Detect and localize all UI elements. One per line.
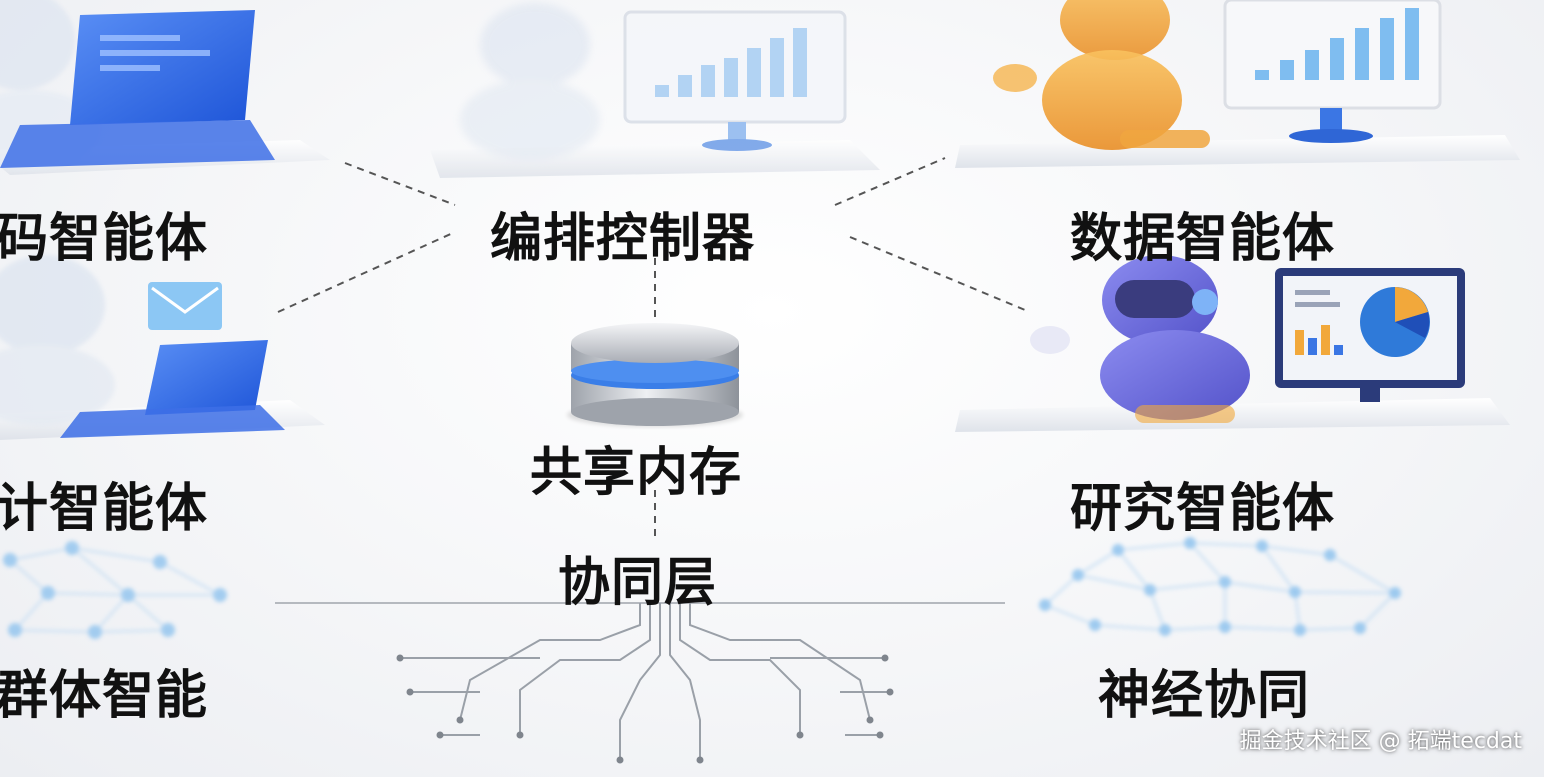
database-icon: [567, 323, 743, 427]
label-coordination-layer: 协同层: [558, 553, 718, 613]
watermark: 掘金技术社区 @ 拓端tecdat: [1239, 729, 1522, 754]
monitor-robot-icon: [430, 3, 880, 178]
network-icon: [1039, 537, 1401, 636]
purple-robot-icon: [955, 255, 1510, 432]
circuit-icon: [396, 654, 894, 764]
label-code-agent: 码智能体: [0, 209, 209, 269]
laptop-robot-icon: [0, 0, 330, 175]
label-shared-memory: 共享内存: [530, 443, 743, 503]
mail-robot-icon: [0, 255, 325, 440]
network-icon: [3, 541, 227, 639]
orange-robot-icon: [955, 0, 1520, 168]
label-neural-coordination: 神经协同: [1098, 666, 1311, 726]
label-orchestrator: 编排控制器: [490, 209, 756, 269]
label-research-agent: 研究智能体: [1070, 479, 1336, 539]
label-data-agent: 数据智能体: [1070, 209, 1336, 269]
dashed-connectors: [277, 157, 1026, 540]
label-design-agent: 计智能体: [0, 479, 209, 539]
label-swarm-intelligence: 群体智能: [0, 666, 209, 726]
circuit-icon: [275, 602, 1005, 760]
